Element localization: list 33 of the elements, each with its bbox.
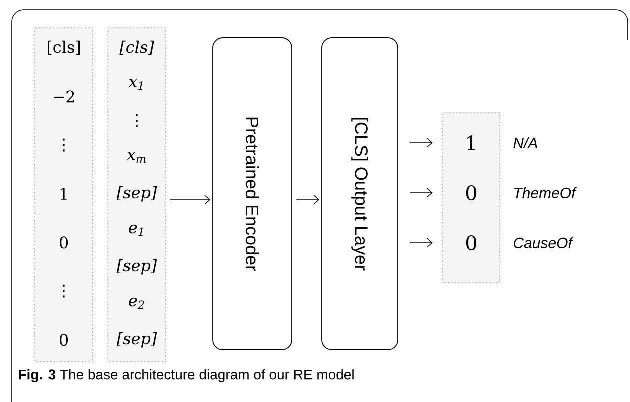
arrow: [410, 188, 433, 198]
vector-entry: e$_{1}$: [129, 224, 143, 236]
vector-entry: ⋮: [63, 138, 65, 152]
class-label: ThemeOf: [514, 188, 577, 198]
caption: Fig. 3 The base architecture diagram of our RE model: [19, 369, 354, 383]
vector-entry: x$_{m}$: [126, 152, 146, 163]
vector-entry: ⋮: [136, 114, 138, 128]
vector-entry: 0: [60, 334, 68, 346]
vector-entry: 1: [468, 136, 476, 150]
vector-entry: [sep]: [116, 332, 158, 348]
arrow: [410, 138, 433, 148]
vector-column: [108, 28, 166, 362]
vector-entry: 1: [60, 188, 67, 200]
class-label: CauseOf: [514, 238, 574, 248]
vector-entry: [cls]: [48, 40, 80, 56]
vector-entry: [cls]: [120, 40, 154, 56]
process-box: [CLS] Output Layer: [322, 38, 398, 350]
vector-entry: −2: [54, 90, 74, 103]
vector-entry: x$_{1}$: [128, 79, 143, 90]
vector-entry: 0: [466, 235, 477, 251]
vector-entry: ⋮: [63, 284, 65, 298]
class-label: N/A: [514, 138, 538, 148]
vector-entry: 0: [60, 236, 68, 249]
process-box: Pretrained Encoder: [212, 38, 292, 350]
arrow: [410, 238, 433, 248]
vector-entry: [sep]: [116, 186, 158, 202]
arrow: [296, 195, 320, 205]
vector-column: [34, 28, 94, 362]
vector-column: [442, 112, 500, 284]
vector-entry: 0: [466, 185, 477, 201]
vector-entry: e$_{2}$: [129, 298, 144, 310]
vector-entry: [sep]: [116, 259, 158, 275]
arrow: [170, 195, 211, 205]
